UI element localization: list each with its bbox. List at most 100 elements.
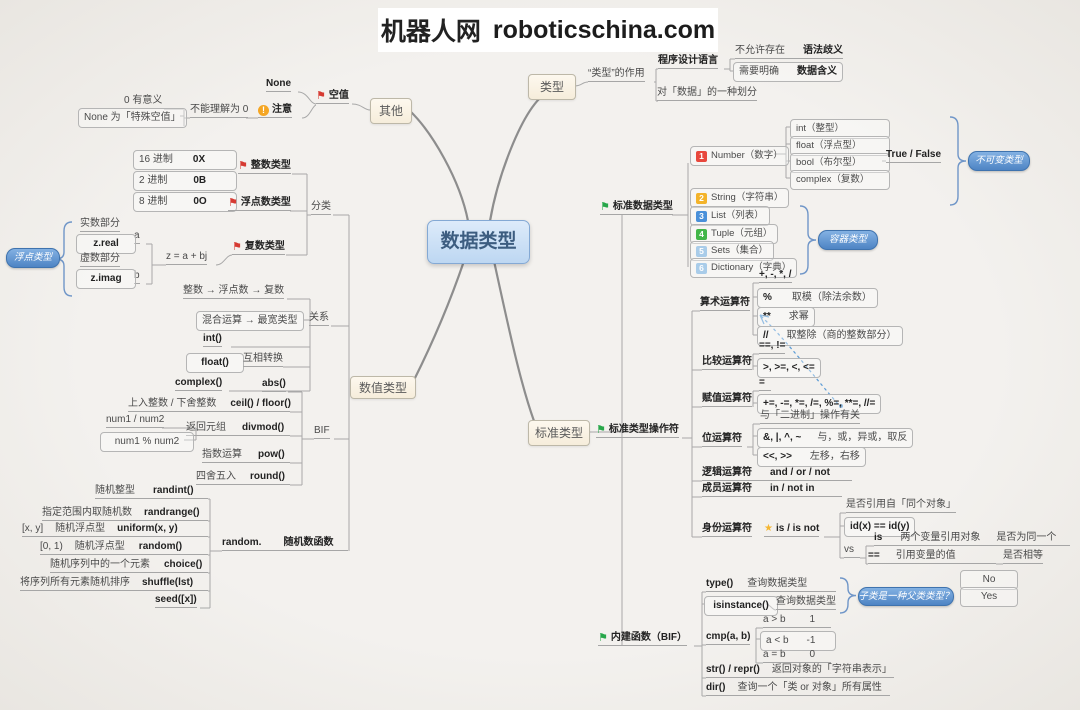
label: ** (763, 311, 771, 322)
label: 查询一个「类 or 对象」所有属性 (737, 682, 882, 693)
root-topic[interactable]: 数据类型 (427, 220, 530, 264)
topic-type[interactable]: 类型 (528, 74, 576, 100)
label: 取整除（商的整数部分） (786, 330, 897, 341)
aug-assign-row: +=, -=, *=, /=, %=, **=, //= (757, 394, 882, 414)
label: 算术运算符 (700, 297, 750, 308)
top-branch-lines (164, 58, 735, 126)
dotted-arrow-dot (839, 404, 843, 408)
assign-op: 赋值运算符 (702, 393, 752, 407)
label: 关系 (309, 312, 329, 323)
main-branch-curves (408, 96, 542, 423)
label: 求幂 (788, 311, 809, 322)
label-bif: BIF (314, 425, 330, 439)
label: is (874, 532, 883, 543)
label: 指数运算 (202, 449, 242, 460)
label: 标准数据类型 (612, 201, 673, 212)
label: 1 (809, 614, 816, 625)
complex-row: complex（复数） (790, 170, 890, 190)
subclass-pill[interactable]: 子类是一种父类类型？ (858, 587, 954, 606)
vs-label: vs (844, 544, 860, 558)
label: is / is not (775, 523, 820, 534)
label: 16 进制 (139, 154, 173, 165)
warning-icon: ! (258, 104, 269, 116)
label: 与「二进制」操作有关 (760, 410, 860, 421)
std-type-operators: ⚑标准类型操作符 (596, 424, 679, 438)
label: BIF (314, 425, 330, 436)
label: Dictionary（字典） (711, 262, 792, 273)
real-part: 实数部分 (80, 218, 120, 232)
label: 子类是一种父类类型？ (858, 590, 954, 602)
label: 分类 (311, 201, 331, 212)
label: b (134, 270, 140, 281)
mod-row: %取模（除法余数） (757, 288, 878, 308)
label: 0 (809, 649, 816, 660)
z-imag: z.imag (76, 269, 136, 289)
label: bool（布尔型） (796, 157, 862, 168)
label: id(x) == id(y) (850, 521, 910, 532)
int-row: int（整型） (790, 119, 890, 139)
red-flag-icon: ⚑ (232, 240, 242, 253)
label: 随机浮点型 (74, 541, 125, 552)
label: 浮点数类型 (240, 197, 291, 208)
label: type() (706, 578, 734, 589)
label: 需要明确 (739, 66, 779, 77)
label: 其他 (378, 104, 403, 118)
label: 引用变量的值 (895, 550, 956, 561)
label: 随机序列中的一个元素 (50, 559, 150, 570)
label: “类型”的作用 (588, 68, 645, 79)
label: 不可变类型 (975, 155, 1023, 166)
float-class-pill[interactable]: 浮点类型 (6, 248, 60, 268)
float-fn: float() (186, 353, 244, 373)
label: 比较运算符 (702, 356, 752, 367)
label: pow() (258, 449, 285, 460)
label: 成员运算符 (702, 483, 752, 494)
label: 随机浮点型 (55, 523, 106, 534)
immutable-pill[interactable]: 不可变类型 (968, 151, 1030, 171)
compare-op: 比较运算符 (702, 356, 752, 370)
label: Sets（集合） (711, 245, 769, 256)
label: random. (222, 537, 262, 548)
shift-row: <<, >>左移，右移 (757, 447, 866, 467)
label: int() (203, 333, 222, 344)
topic-standard[interactable]: 标准类型 (528, 420, 590, 446)
green-flag-icon: ⚑ (600, 200, 610, 213)
bool-row: bool（布尔型） (790, 153, 890, 173)
none-special: None 为「特殊空值」 (78, 108, 187, 128)
pow-row: 指数运算 pow() (202, 449, 290, 463)
label: None (266, 78, 291, 89)
brace-marks (55, 116, 967, 614)
label: 2 进制 (139, 175, 168, 186)
label: 查询数据类型 (747, 578, 808, 589)
isinstance-fn: isinstance() (704, 596, 778, 616)
label: // (763, 330, 769, 341)
label: float（浮点型） (796, 140, 862, 151)
bitwise-row: &, |, ^, ~与，或，异或，取反 (757, 428, 914, 448)
label: a = b (763, 649, 786, 660)
label: ceil() / floor() (230, 398, 291, 409)
convert: 互相转换 (243, 353, 283, 367)
container-pill[interactable]: 容器类型 (818, 230, 878, 250)
label: num1 % num2 (114, 436, 180, 447)
label: 整数 → 浮点数 → 复数 (183, 285, 285, 296)
topic-other[interactable]: 其他 (370, 98, 412, 124)
label: float() (201, 357, 229, 368)
prog-lang: 程序设计语言 (658, 55, 718, 69)
arith-basic: +, -, *, / (759, 269, 792, 283)
curly-brace (839, 577, 857, 614)
true-false: True / False (886, 149, 942, 163)
label: = (759, 377, 765, 388)
label: z = a + bj (166, 251, 208, 262)
label: 虚数部分 (80, 253, 120, 264)
label: 语法歧义 (803, 45, 843, 56)
label: num1 / num2 (106, 414, 165, 425)
label: 注意 (272, 104, 292, 115)
topic-numeric[interactable]: 数值类型 (350, 376, 416, 399)
